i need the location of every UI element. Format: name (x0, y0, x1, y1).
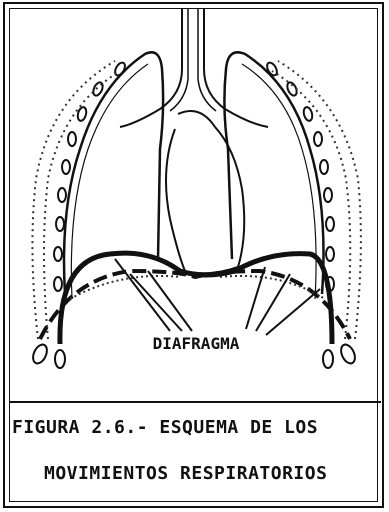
diaphragm-contracted (40, 271, 350, 339)
respiration-diagram: DIAFRAGMA (10, 9, 381, 401)
figure-frame: DIAFRAGMA FIGURA 2.6.- ESQUEMA DE LOS MO… (3, 2, 384, 508)
diaphragm-label: DIAFRAGMA (153, 334, 240, 353)
caption-line-1: FIGURA 2.6.- ESQUEMA DE LOS (12, 417, 318, 438)
caption: FIGURA 2.6.- ESQUEMA DE LOS MOVIMIENTOS … (10, 401, 381, 507)
diagram-svg: DIAFRAGMA (10, 9, 381, 401)
diaphragm-relaxed (60, 253, 332, 344)
figure-inner-border: DIAFRAGMA FIGURA 2.6.- ESQUEMA DE LOS MO… (9, 8, 378, 502)
left-lung (64, 52, 163, 299)
caption-line-2: MOVIMIENTOS RESPIRATORIOS (44, 463, 327, 484)
